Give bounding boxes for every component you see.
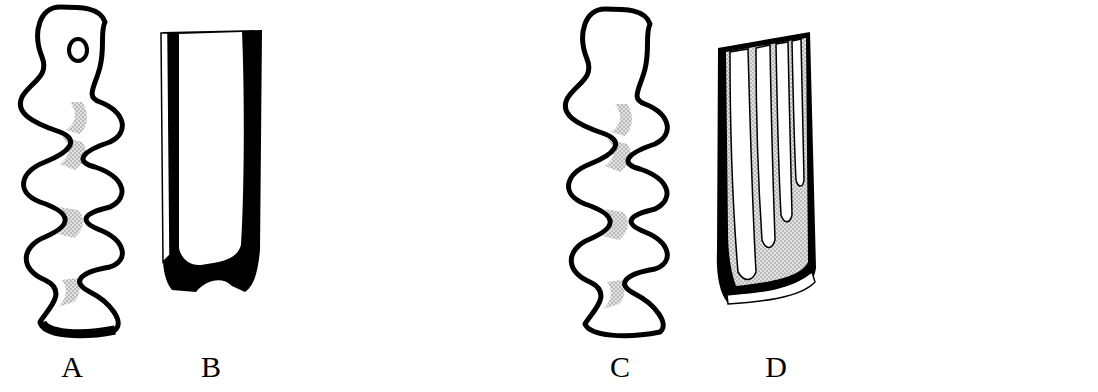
molar-occlusal-a — [20, 7, 122, 334]
molar-occlusal-c — [565, 9, 667, 336]
molar-side-d — [717, 32, 816, 304]
figure-letter: A — [61, 352, 83, 382]
molar-side-b — [161, 30, 262, 292]
figure-letter: C — [610, 352, 630, 382]
figure-letter: B — [201, 352, 221, 382]
figure-letter: D — [765, 352, 787, 382]
